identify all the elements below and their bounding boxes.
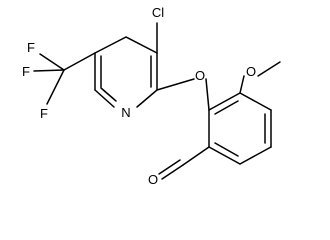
fluorine-label-1: F bbox=[27, 40, 35, 55]
o-methyl-bond bbox=[257, 61, 281, 77]
c-f1-bond bbox=[39, 53, 65, 71]
chemical-structure: Cl O O N O F F F bbox=[22, 5, 281, 187]
ring-cf3-bond bbox=[63, 52, 96, 71]
c-o-ether-bond-right bbox=[205, 78, 210, 111]
ether-oxygen-label: O bbox=[195, 68, 205, 83]
pyridine-ring bbox=[94, 36, 158, 108]
ring-o-methoxy-bond bbox=[239, 75, 245, 94]
aldehyde-double-bond-a bbox=[161, 164, 184, 180]
methoxy-oxygen-label: O bbox=[246, 64, 256, 79]
c-o-ether-bond-left bbox=[156, 78, 195, 91]
benzene-ring bbox=[208, 92, 272, 165]
aldehyde-oxygen-label: O bbox=[148, 172, 158, 187]
aldehyde-double-bond-b bbox=[158, 159, 181, 175]
ring-cho-bond bbox=[182, 146, 210, 166]
pyridine-nitrogen-label: N bbox=[121, 105, 130, 120]
chlorine-label: Cl bbox=[152, 5, 164, 20]
fluorine-label-3: F bbox=[40, 106, 48, 121]
fluorine-label-2: F bbox=[22, 64, 30, 79]
c-f3-bond bbox=[46, 69, 65, 105]
c-f2-bond bbox=[33, 69, 65, 72]
